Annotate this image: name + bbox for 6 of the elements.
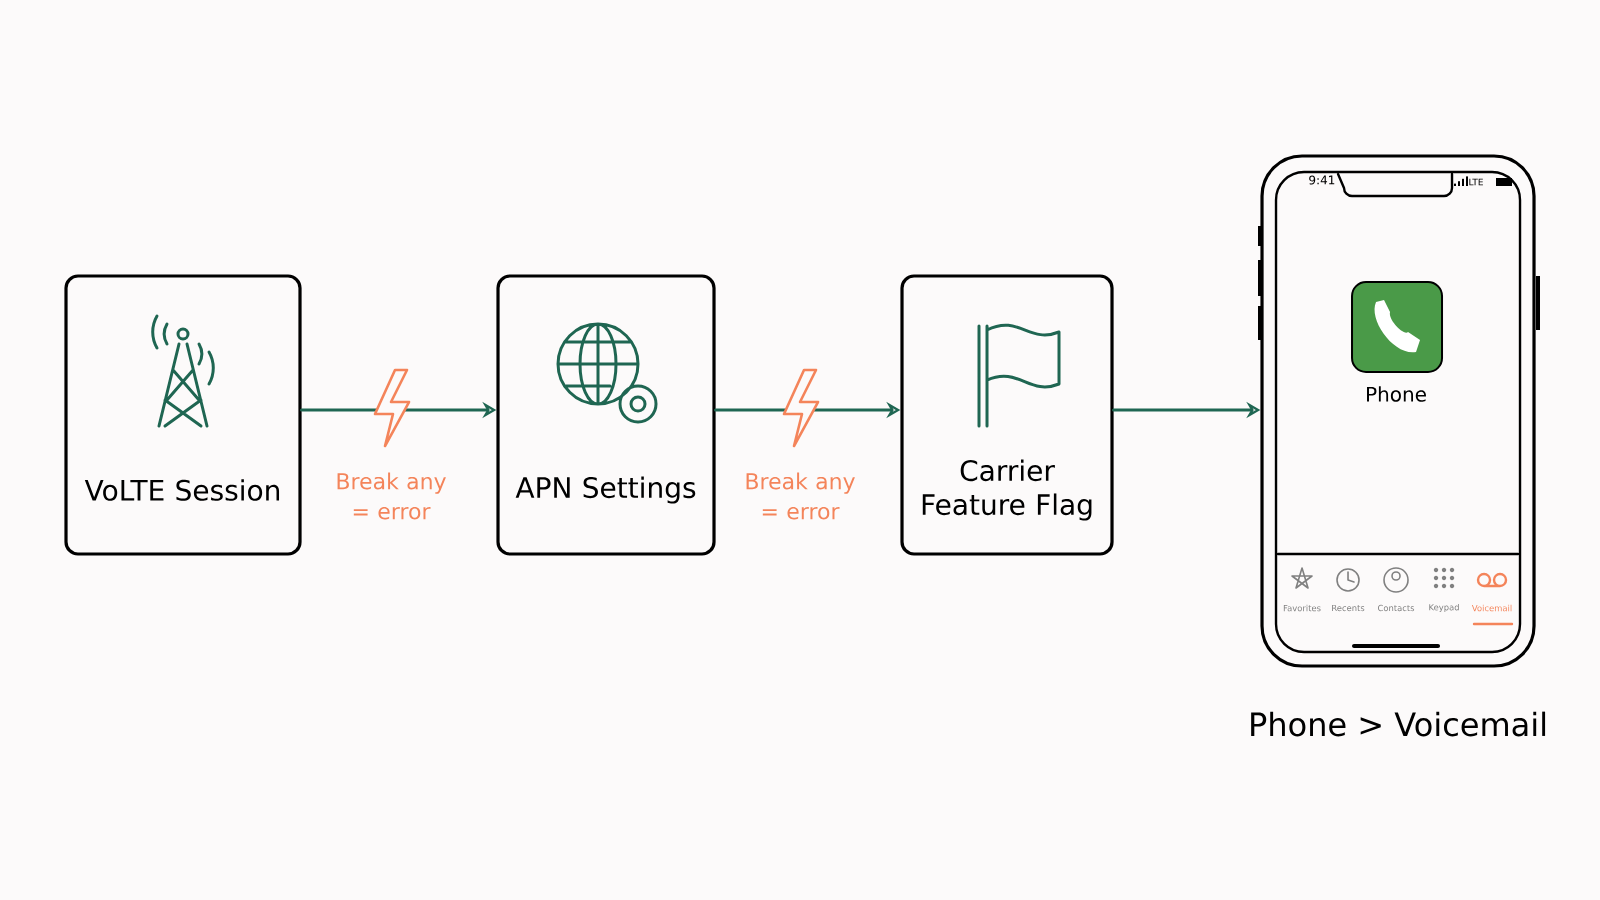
process-box: VoLTE Session bbox=[64, 274, 302, 556]
node-label: Phone > Voicemail bbox=[1251, 711, 1546, 737]
edge-label: Break any = error bbox=[319, 470, 463, 522]
edge-label: Break any = error bbox=[728, 470, 872, 522]
process-box: Carrier Feature Flag bbox=[900, 274, 1114, 556]
process-box: APN Settings bbox=[496, 274, 716, 556]
